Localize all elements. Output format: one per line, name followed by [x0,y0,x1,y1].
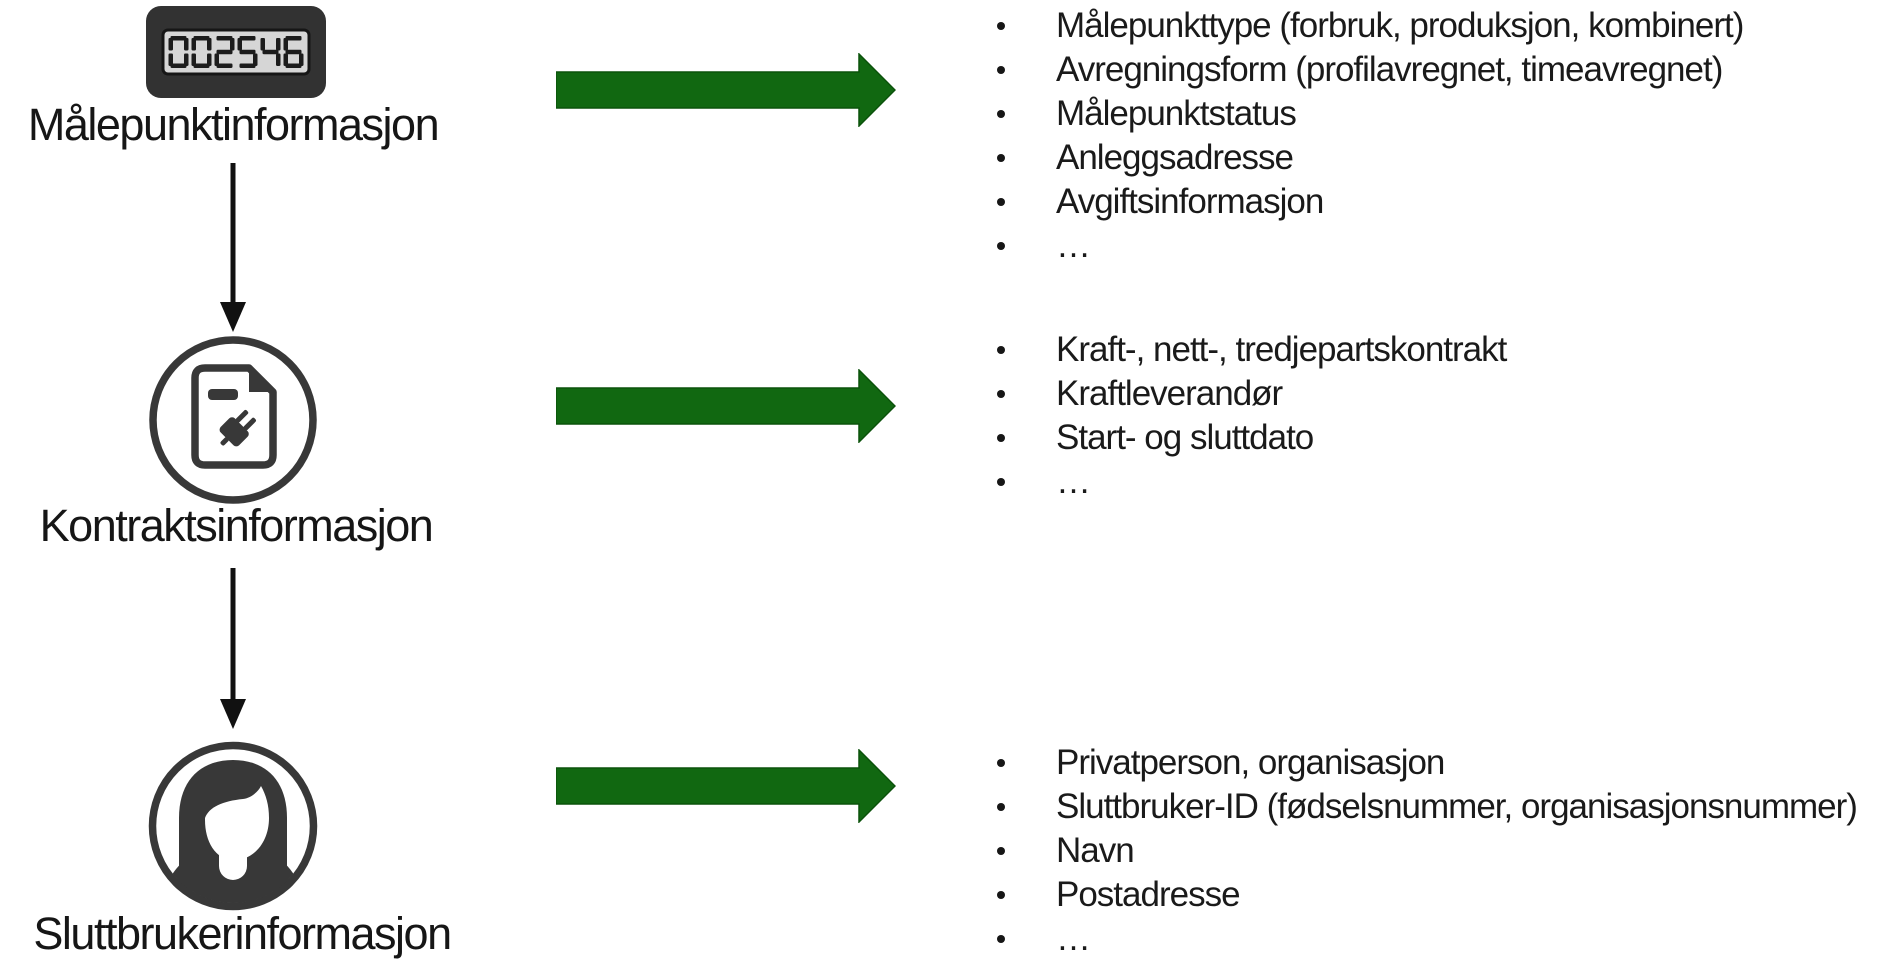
bullet-icon [997,346,1005,354]
bullet-icon [997,390,1005,398]
bullet-item: … [980,224,1894,268]
bullet-item: Anleggsadresse [980,136,1894,180]
bullet-icon [997,891,1005,899]
bullet-item: Målepunkttype (forbruk, produksjon, komb… [980,4,1894,48]
bullet-icon [997,198,1005,206]
down-arrow-icon [220,568,246,729]
kontrakt-bullet-list: Kraft-, nett-, tredjepartskontrakt Kraft… [980,328,1894,504]
bullet-item: Avregningsform (profilavregnet, timeavre… [980,48,1894,92]
bullet-item: … [980,460,1894,504]
bullet-icon [997,110,1005,118]
bullet-icon [997,935,1005,943]
end-user-icon [148,741,318,911]
sluttbruker-bullet-list: Privatperson, organisasjon Sluttbruker-I… [980,741,1894,961]
meter-display [161,28,311,76]
bullet-item: Avgiftsinformasjon [980,180,1894,224]
malepunkt-bullet-list: Målepunkttype (forbruk, produksjon, komb… [980,4,1894,268]
bullet-icon [997,154,1005,162]
contract-icon [149,336,317,504]
bullet-item: Kraft-, nett-, tredjepartskontrakt [980,328,1894,372]
label-sluttbrukerinformasjon: Sluttbrukerinformasjon [33,908,452,959]
bullet-icon [997,478,1005,486]
bullet-icon [997,242,1005,250]
bullet-icon [997,66,1005,74]
right-arrow-icon [556,369,896,443]
bullet-item: Sluttbruker-ID (fødselsnummer, organisas… [980,785,1894,829]
bullet-item: Målepunktstatus [980,92,1894,136]
meter-reading [168,36,304,68]
bullet-icon [997,803,1005,811]
bullet-item: Postadresse [980,873,1894,917]
bullet-item: Start- og sluttdato [980,416,1894,460]
bullet-item: Navn [980,829,1894,873]
bullet-item: Kraftleverandør [980,372,1894,416]
label-malepunktinformasjon: Målepunktinformasjon [27,99,440,150]
bullet-item: … [980,917,1894,961]
down-arrow-icon [220,163,246,332]
bullet-icon [997,22,1005,30]
bullet-icon [997,759,1005,767]
bullet-icon [997,847,1005,855]
bullet-item: Privatperson, organisasjon [980,741,1894,785]
bullet-icon [997,434,1005,442]
right-arrow-icon [556,749,896,823]
label-kontraktsinformasjon: Kontraktsinformasjon [39,500,434,551]
meter-icon [146,6,326,98]
right-arrow-icon [556,53,896,127]
